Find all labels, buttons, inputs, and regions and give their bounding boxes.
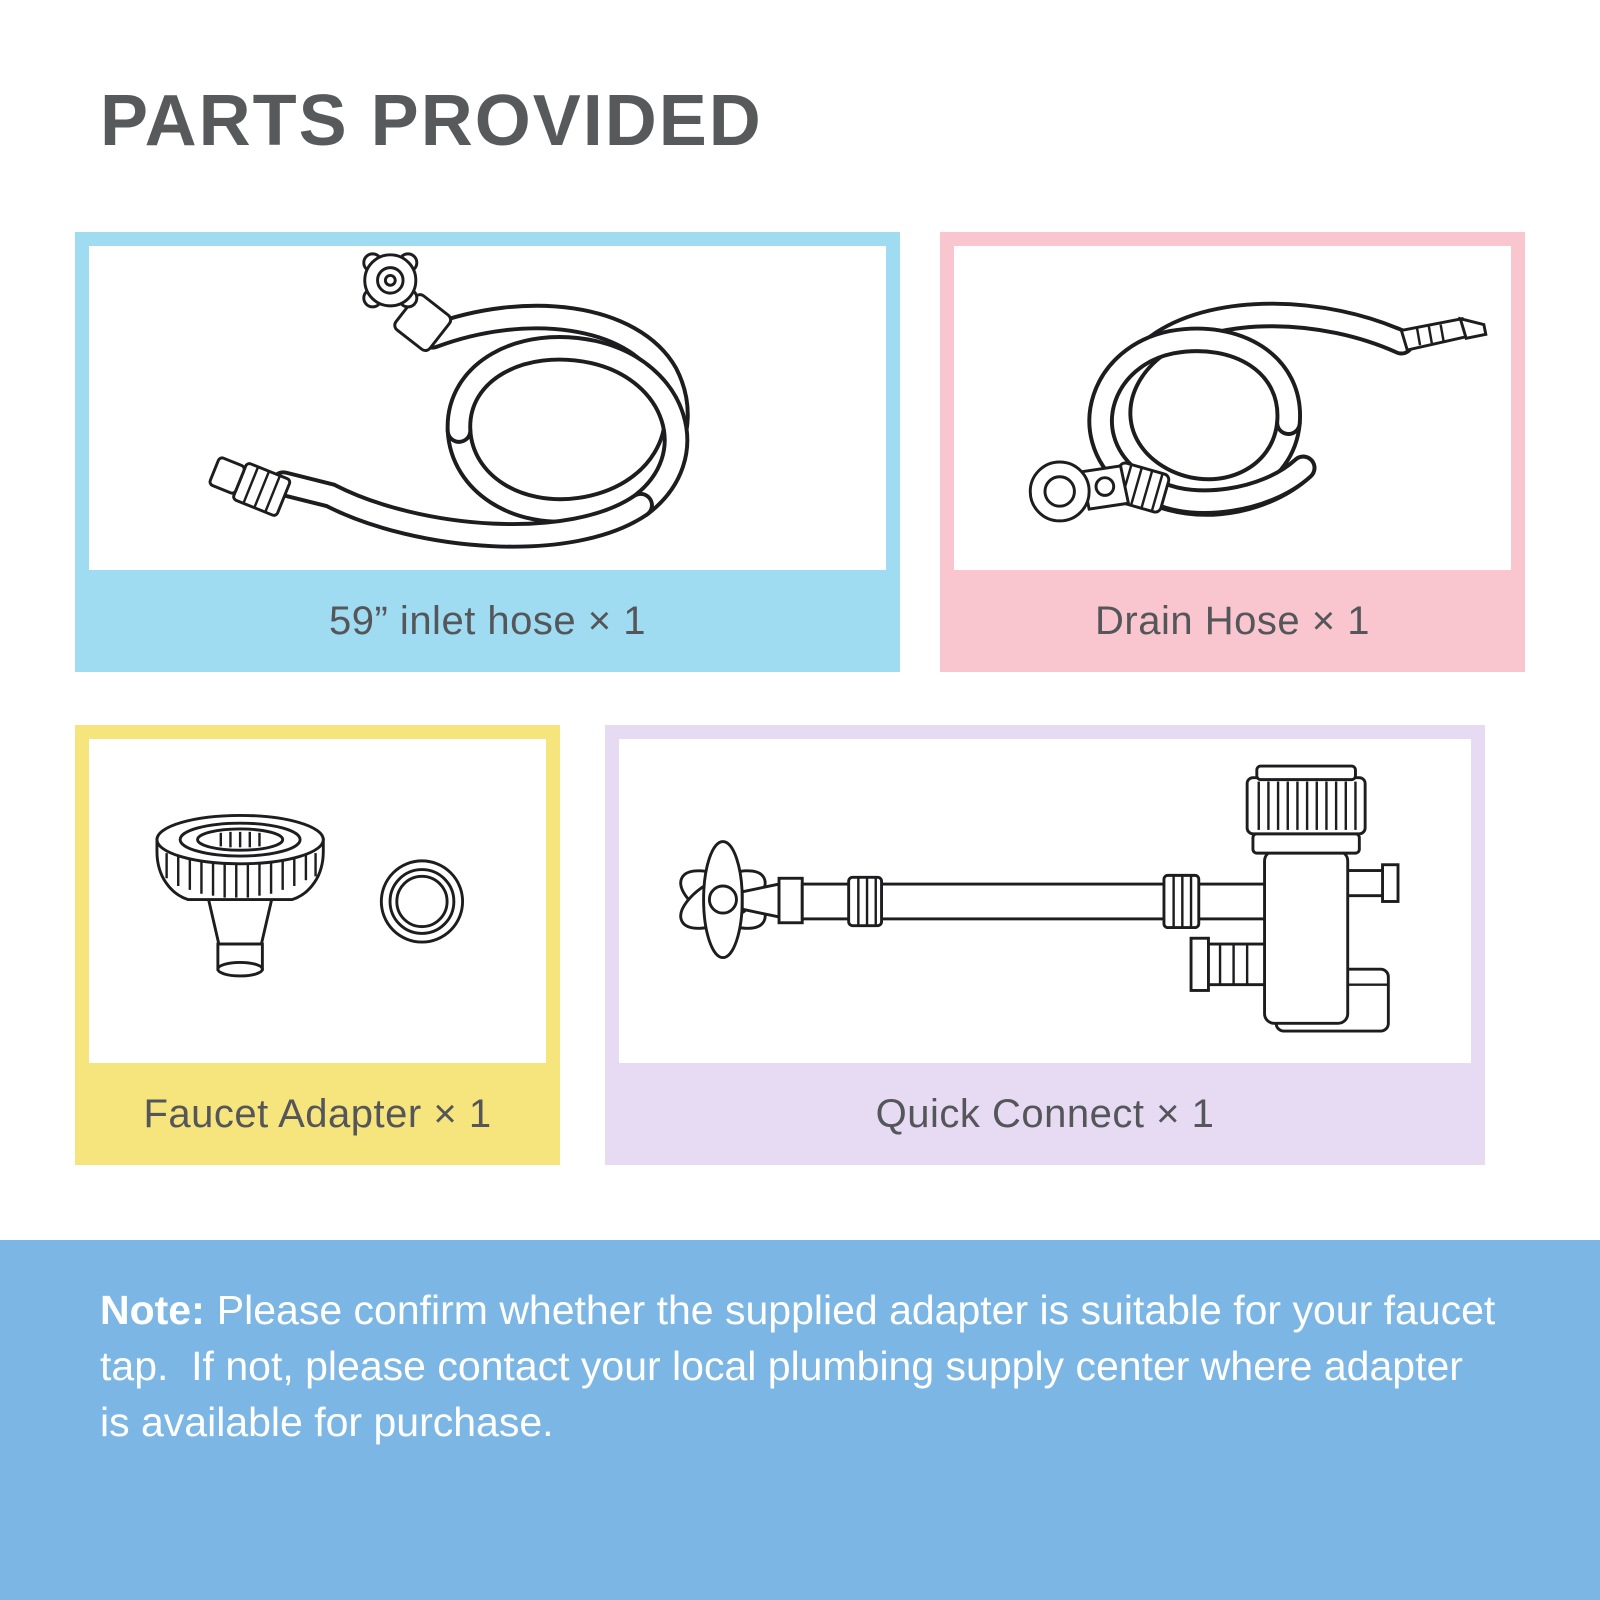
drain-end-fitting-drawing [1028, 460, 1131, 523]
drain-hose-illustration-panel [954, 246, 1511, 570]
quick-connect-illustration-panel [619, 739, 1471, 1063]
card-label-quick-connect: Quick Connect × 1 [875, 1091, 1215, 1136]
inlet-hose-illustration-panel [89, 246, 886, 570]
washer-drawing [379, 859, 465, 944]
valve-assembly-drawing [1189, 764, 1400, 1033]
card-inlet-hose: 59” inlet hose × 1 [75, 232, 900, 672]
handle-drawing [679, 840, 767, 960]
card-drain-hose: Drain Hose × 1 [940, 232, 1525, 672]
card-faucet-adapter: Faucet Adapter × 1 [75, 725, 560, 1165]
card-label-inlet-hose: 59” inlet hose × 1 [329, 598, 646, 643]
elbow-connector-drawing [362, 252, 453, 352]
note-label: Note: [100, 1287, 205, 1333]
coupling-nut-drawing [208, 456, 292, 517]
faucet-adapter-illustration-panel [89, 739, 546, 1063]
page-title: PARTS PROVIDED [100, 81, 763, 161]
note-text: Please confirm whether the supplied adap… [100, 1287, 1507, 1446]
drain-hose-line-drawing [1028, 301, 1488, 523]
inlet-hose-line-drawing [208, 252, 690, 549]
pipe-coupler-right-drawing [1162, 873, 1201, 930]
quick-connect-line-drawing [679, 764, 1400, 1033]
card-label-drain-hose: Drain Hose × 1 [1095, 598, 1370, 643]
card-label-faucet-adapter: Faucet Adapter × 1 [143, 1091, 492, 1136]
note-banner: Note:Please confirm whether the supplied… [0, 1240, 1600, 1600]
pipe-coupler-left-drawing [847, 875, 883, 928]
note-text-block: Note:Please confirm whether the supplied… [100, 1282, 1500, 1450]
hose-tip-drawing [1399, 316, 1488, 352]
faucet-adapter-line-drawing [155, 813, 465, 978]
adapter-body-drawing [155, 813, 325, 978]
card-quick-connect: Quick Connect × 1 [605, 725, 1485, 1165]
